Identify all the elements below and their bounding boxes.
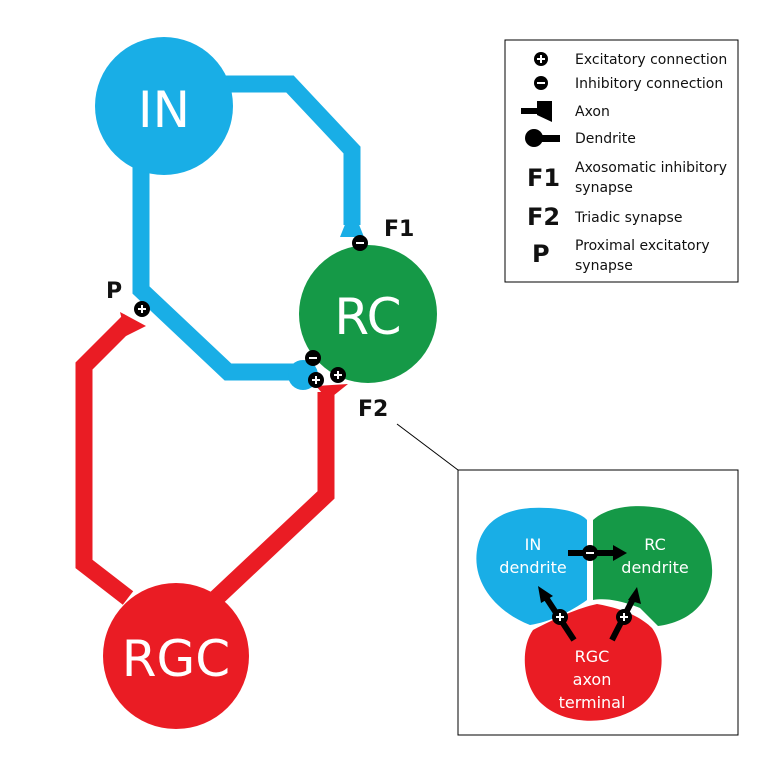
legend-f1-text-line1: Axosomatic inhibitory	[575, 160, 727, 176]
legend-p-text-line2: synapse	[575, 258, 633, 274]
legend-p-text-line1: Proximal excitatory	[575, 238, 710, 254]
rgc-axon-terminal-p	[120, 312, 146, 336]
legend-excitatory-text: Excitatory connection	[575, 52, 727, 68]
cell-rgc: RGC	[103, 583, 249, 729]
excitatory-icon	[534, 52, 548, 66]
f2-inhibitory-marker	[305, 350, 321, 366]
rgc-label: RGC	[122, 630, 230, 688]
in-axon-terminal-f1	[340, 222, 364, 237]
p-excitatory-marker	[134, 301, 150, 317]
f1-label: F1	[384, 217, 414, 242]
inset-excitatory-arrow-left	[538, 586, 577, 642]
in-label: IN	[138, 81, 190, 139]
rgc-axon-to-f2	[204, 392, 335, 611]
inset-rc-label-line1: RC	[644, 535, 666, 554]
legend-f1-text-line2: synapse	[575, 180, 633, 196]
rgc-soma	[103, 583, 249, 729]
legend: Excitatory connection Inhibitory connect…	[504, 39, 739, 283]
f2-excitatory-marker-1	[308, 372, 324, 388]
f1-inhibitory-marker	[352, 235, 368, 251]
cell-in: IN	[95, 37, 233, 175]
in-dendrite-to-f2	[132, 165, 300, 381]
legend-f1-symbol: F1	[527, 164, 560, 192]
inset-excitatory-arrow-right	[609, 587, 641, 642]
legend-p-symbol: P	[532, 240, 550, 268]
inset-in-label-line1: IN	[525, 535, 542, 554]
inset-in-label-line2: dendrite	[499, 558, 566, 577]
inset-rgc-label-line1: RGC	[575, 647, 610, 666]
legend-f2-text: Triadic synapse	[574, 210, 682, 226]
rgc-pathways	[75, 312, 348, 611]
legend-axon-text: Axon	[575, 104, 610, 120]
inset-rgc-terminal	[524, 604, 662, 721]
inset-inhibitory-arrow	[568, 545, 627, 561]
inset-connector-line	[396, 423, 459, 471]
inset-in-dendrite	[476, 507, 587, 625]
inset-rc-label-line2: dendrite	[621, 558, 688, 577]
cell-rc: RC	[299, 245, 437, 383]
in-axon-to-f1	[225, 75, 361, 225]
axon-icon	[521, 101, 552, 122]
in-soma	[95, 37, 233, 175]
f2-label: F2	[358, 397, 388, 422]
legend-dendrite-text: Dendrite	[575, 131, 636, 147]
inhibitory-icon	[534, 76, 548, 90]
inset-rc-dendrite	[593, 506, 713, 626]
p-label: P	[106, 279, 122, 304]
rc-soma	[299, 245, 437, 383]
legend-f2-symbol: F2	[527, 203, 560, 231]
synapse-markers	[134, 235, 368, 388]
rgc-axon-to-p	[75, 313, 137, 605]
triadic-synapse-inset: IN dendrite RC dendrite RGC axon termina…	[457, 469, 739, 736]
inset-rgc-label-line3: terminal	[559, 693, 626, 712]
f2-excitatory-marker-2	[330, 367, 346, 383]
inset-rgc-label-line2: axon	[573, 670, 612, 689]
legend-inhibitory-text: Inhibitory connection	[575, 76, 723, 92]
rc-label: RC	[334, 288, 401, 346]
rgc-axon-terminal-f2	[316, 384, 348, 400]
dendrite-icon	[525, 129, 560, 147]
